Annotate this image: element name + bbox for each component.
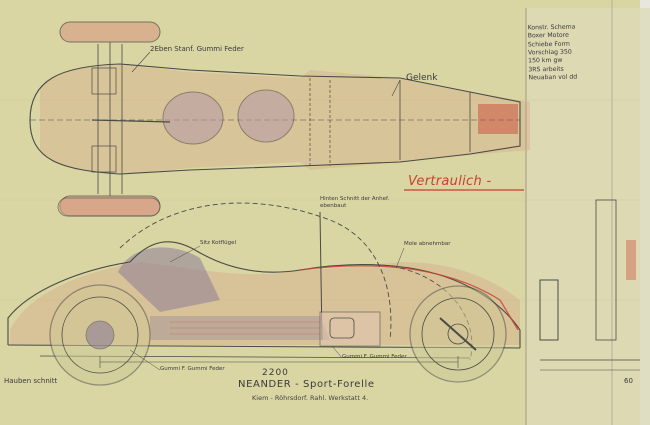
drawing-subtitle: Kiem - Röhrsdorf. Rahl. Werkstatt 4. <box>252 394 369 402</box>
body-outline <box>29 63 521 175</box>
mid-lines <box>309 78 331 168</box>
front-wheel-rim <box>61 296 139 374</box>
seat-rear <box>237 89 295 143</box>
suspension-box-top <box>91 67 117 95</box>
spec-block: Konstr. Schema Boxer Motore Schiebe Form… <box>527 24 577 83</box>
steering-shaft <box>91 119 171 123</box>
rear-wheel-hub <box>447 323 469 345</box>
joint-note: Gelenk <box>406 73 438 83</box>
spring-front-leader <box>129 349 161 371</box>
confidential-stamp: Vertraulich - <box>408 174 492 189</box>
wheelcover-note: Mole abnehmbar <box>404 241 451 247</box>
side-view <box>7 197 521 386</box>
spring-front-note: Gummi F. Gummi Feder <box>160 366 225 372</box>
partial-red <box>626 240 636 280</box>
cowl-shading <box>118 247 220 312</box>
wheelcover-leader <box>395 247 405 269</box>
right-partial-view <box>539 199 640 371</box>
dimension-label: 2200 <box>262 368 289 378</box>
suspension-box-bottom <box>91 145 117 173</box>
partial-dimension: 60 <box>624 377 633 385</box>
overlay-sheet <box>525 8 650 425</box>
engine-box <box>319 311 381 347</box>
top-view <box>29 21 530 217</box>
partial-frame <box>595 199 617 341</box>
joint-leader <box>391 79 401 97</box>
seat-front <box>162 91 224 145</box>
fender-red <box>299 265 519 331</box>
rear-swingarm <box>439 317 477 351</box>
tail-red <box>478 104 518 134</box>
rear-section-note: Hauben schnitt <box>4 377 58 385</box>
rear-wheel-rim <box>421 297 495 371</box>
spring-rear-leader <box>331 345 343 359</box>
spec-line: Neuaban vol dd <box>528 73 578 82</box>
spring-rear-note: Gummi F. Gummi Feder <box>342 354 407 360</box>
mudguard-note: Sitz Kotflügel <box>200 240 237 246</box>
mudguard-leader <box>169 245 201 263</box>
drawing-title: NEANDER - Sport-Forelle <box>238 379 375 390</box>
side-wheel-top <box>57 197 161 217</box>
rubber-spring-top-note: 2Eben Stanf. Gummi Feder <box>150 45 244 53</box>
partial-wheel <box>539 279 559 341</box>
front-wheel-hub <box>85 320 115 350</box>
engine-cylinder <box>329 317 355 339</box>
spring-leader <box>131 51 151 73</box>
panel-stripes <box>170 321 320 335</box>
front-wheel-top <box>59 21 161 43</box>
contour-note: Hinten Schnitt der Anhef. ebenbaut <box>320 196 390 210</box>
dashed-contour <box>119 202 392 341</box>
